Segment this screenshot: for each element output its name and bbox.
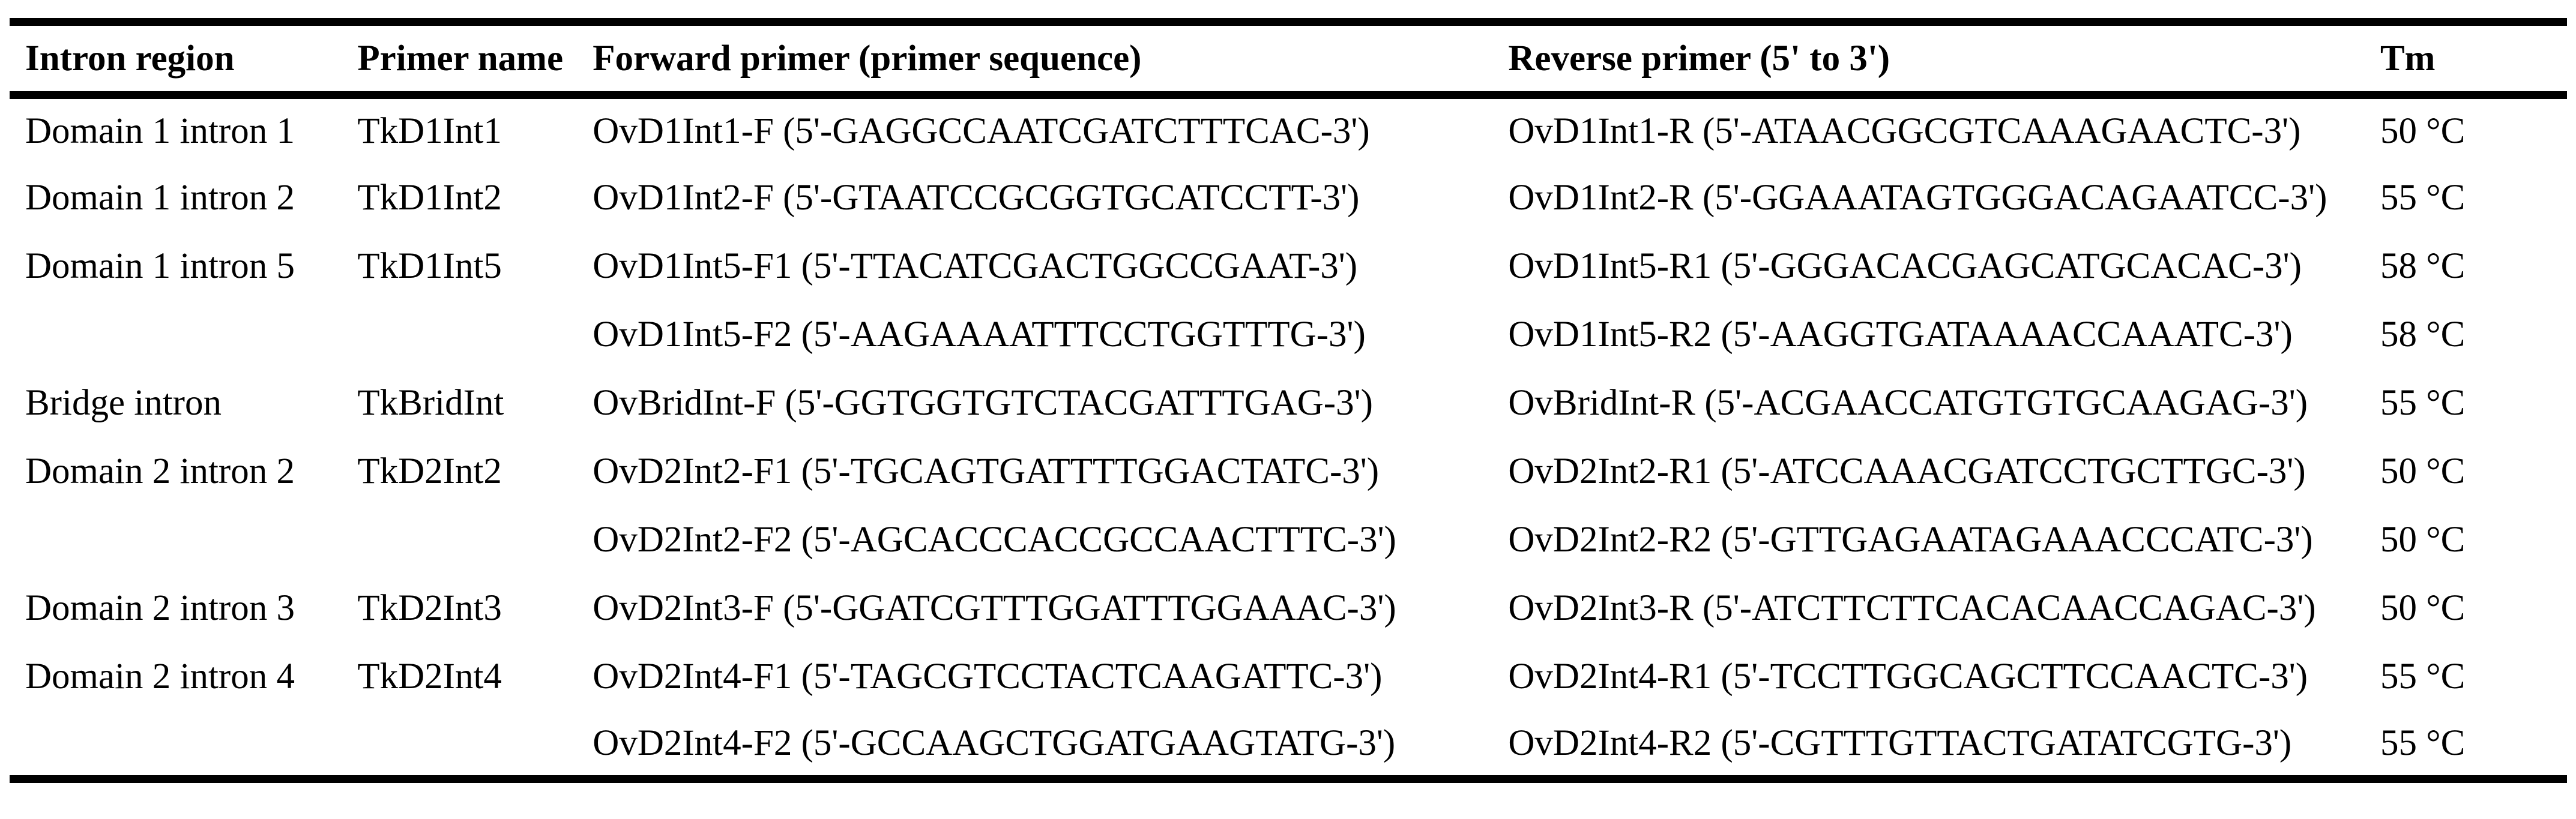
- cell-tm: 50 °C: [2380, 588, 2466, 628]
- cell-tm: 55 °C: [2380, 178, 2466, 218]
- cell-forward-primer: OvD1Int2-F (5'-GTAATCCGCGGTGCATCCTT-3'): [593, 178, 1360, 218]
- cell-forward-primer: OvD2Int2-F1 (5'-TGCAGTGATTTTGGACTATC-3'): [593, 451, 1380, 491]
- cell-reverse-primer: OvD1Int1-R (5'-ATAACGGCGTCAAAGAACTC-3'): [1508, 111, 2301, 152]
- cell-tm: 55 °C: [2380, 383, 2466, 423]
- cell-primer-name: TkD2Int4: [357, 656, 502, 697]
- cell-forward-primer: OvD1Int5-F1 (5'-TTACATCGACTGGCCGAAT-3'): [593, 246, 1358, 286]
- cell-tm: 58 °C: [2380, 246, 2466, 286]
- column-header-intron-region: Intron region: [25, 38, 235, 79]
- table-row: OvD2Int2-F2 (5'-AGCACCCACCGCCAACTTTC-3')…: [10, 506, 2567, 574]
- table-row: Domain 2 intron 3 TkD2Int3 OvD2Int3-F (5…: [10, 574, 2567, 643]
- cell-reverse-primer: OvD2Int3-R (5'-ATCTTCTTCACACAACCAGAC-3'): [1508, 588, 2316, 628]
- cell-reverse-primer: OvD2Int4-R2 (5'-CGTTTGTTACTGATATCGTG-3'): [1508, 722, 2292, 763]
- cell-primer-name: TkD2Int3: [357, 588, 502, 628]
- cell-intron-region: Domain 1 intron 2: [25, 178, 295, 218]
- cell-intron-region: Domain 1 intron 5: [25, 246, 295, 286]
- cell-primer-name: TkD1Int2: [357, 178, 502, 218]
- table-row: Domain 1 intron 5 TkD1Int5 OvD1Int5-F1 (…: [10, 232, 2567, 301]
- cell-intron-region: [10, 506, 357, 574]
- table-row: OvD1Int5-F2 (5'-AAGAAAATTTCCTGGTTTG-3') …: [10, 301, 2567, 369]
- cell-intron-region: [10, 301, 357, 369]
- cell-intron-region: Domain 2 intron 2: [25, 451, 295, 491]
- cell-intron-region: [10, 711, 357, 779]
- cell-primer-name: TkD1Int5: [357, 246, 502, 286]
- cell-forward-primer: OvD2Int3-F (5'-GGATCGTTTGGATTTGGAAAC-3'): [593, 588, 1396, 628]
- cell-tm: 55 °C: [2380, 722, 2466, 763]
- table-row: Domain 2 intron 4 TkD2Int4 OvD2Int4-F1 (…: [10, 643, 2567, 711]
- cell-primer-name: TkBridInt: [357, 383, 504, 423]
- cell-forward-primer: OvD1Int1-F (5'-GAGGCCAATCGATCTTTCAC-3'): [593, 111, 1370, 152]
- cell-primer-name: TkD2Int2: [357, 451, 502, 491]
- cell-tm: 55 °C: [2380, 656, 2466, 697]
- table-row: Domain 2 intron 2 TkD2Int2 OvD2Int2-F1 (…: [10, 437, 2567, 506]
- table-header: Intron region Primer name Forward primer…: [10, 22, 2567, 95]
- primer-table: Intron region Primer name Forward primer…: [10, 18, 2567, 783]
- column-header-reverse-primer: Reverse primer (5' to 3'): [1508, 38, 1890, 79]
- cell-primer-name: TkD1Int1: [357, 111, 502, 152]
- table-row: OvD2Int4-F2 (5'-GCCAAGCTGGATGAAGTATG-3')…: [10, 711, 2567, 779]
- cell-reverse-primer: OvD1Int2-R (5'-GGAAATAGTGGGACAGAATCC-3'): [1508, 178, 2327, 218]
- table-row: Bridge intron TkBridInt OvBridInt-F (5'-…: [10, 369, 2567, 437]
- cell-intron-region: Bridge intron: [25, 383, 222, 423]
- cell-forward-primer: OvD2Int4-F1 (5'-TAGCGTCCTACTCAAGATTC-3'): [593, 656, 1383, 697]
- header-row: Intron region Primer name Forward primer…: [10, 22, 2567, 95]
- cell-reverse-primer: OvD2Int2-R1 (5'-ATCCAAACGATCCTGCTTGC-3'): [1508, 451, 2306, 491]
- cell-tm: 50 °C: [2380, 520, 2466, 560]
- cell-intron-region: Domain 1 intron 1: [25, 111, 295, 152]
- cell-intron-region: Domain 2 intron 4: [25, 656, 295, 697]
- cell-reverse-primer: OvBridInt-R (5'-ACGAACCATGTGTGCAAGAG-3'): [1508, 383, 2308, 423]
- cell-primer-name: [357, 301, 593, 369]
- cell-reverse-primer: OvD2Int4-R1 (5'-TCCTTGGCAGCTTCCAACTC-3'): [1508, 656, 2308, 697]
- cell-forward-primer: OvD2Int2-F2 (5'-AGCACCCACCGCCAACTTTC-3'): [593, 520, 1396, 560]
- column-header-primer-name: Primer name: [357, 38, 564, 79]
- cell-forward-primer: OvD1Int5-F2 (5'-AAGAAAATTTCCTGGTTTG-3'): [593, 314, 1366, 355]
- column-header-forward-primer: Forward primer (primer sequence): [593, 38, 1142, 79]
- cell-forward-primer: OvD2Int4-F2 (5'-GCCAAGCTGGATGAAGTATG-3'): [593, 722, 1396, 763]
- table-row: Domain 1 intron 1 TkD1Int1 OvD1Int1-F (5…: [10, 95, 2567, 164]
- cell-tm: 58 °C: [2380, 314, 2466, 355]
- cell-reverse-primer: OvD1Int5-R2 (5'-AAGGTGATAAAACCAAATC-3'): [1508, 314, 2293, 355]
- cell-primer-name: [357, 506, 593, 574]
- cell-reverse-primer: OvD1Int5-R1 (5'-GGGACACGAGCATGCACAC-3'): [1508, 246, 2302, 286]
- table-row: Domain 1 intron 2 TkD1Int2 OvD1Int2-F (5…: [10, 164, 2567, 232]
- cell-reverse-primer: OvD2Int2-R2 (5'-GTTGAGAATAGAAACCCATC-3'): [1508, 520, 2313, 560]
- cell-tm: 50 °C: [2380, 451, 2466, 491]
- cell-tm: 50 °C: [2380, 111, 2466, 152]
- table-body: Domain 1 intron 1 TkD1Int1 OvD1Int1-F (5…: [10, 95, 2567, 779]
- cell-primer-name: [357, 711, 593, 779]
- cell-intron-region: Domain 2 intron 3: [25, 588, 295, 628]
- column-header-tm: Tm: [2380, 38, 2436, 79]
- cell-forward-primer: OvBridInt-F (5'-GGTGGTGTCTACGATTTGAG-3'): [593, 383, 1373, 423]
